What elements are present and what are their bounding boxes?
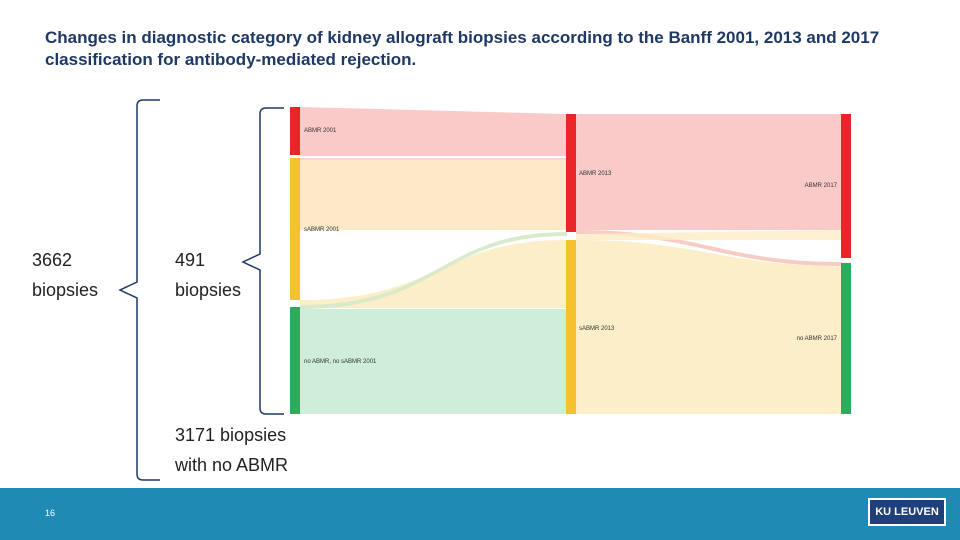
flow-abmr2001-abmr2013 bbox=[300, 107, 567, 156]
node-label-sabmr-2013: sABMR 2013 bbox=[579, 326, 615, 332]
abmr-group-unit: biopsies bbox=[175, 280, 242, 300]
page-number: 16 bbox=[45, 508, 56, 518]
abmr-group-label: 491 biopsies bbox=[175, 245, 241, 305]
node-label-abmr-2013: ABMR 2013 bbox=[579, 171, 612, 177]
slide-title: Changes in diagnostic category of kidney… bbox=[45, 28, 880, 69]
node-noabmr-2017 bbox=[841, 263, 851, 414]
flow-noabmr2001-sabmr2013 bbox=[300, 309, 567, 414]
node-label-noabmr-2017: no ABMR 2017 bbox=[797, 336, 838, 342]
sankey-diagram: ABMR 2001 sABMR 2001 no ABMR, no sABMR 2… bbox=[118, 99, 851, 481]
no-abmr-group-count: 3171 biopsies bbox=[175, 425, 287, 445]
flow-abmr2013-noabmr2017 bbox=[576, 230, 842, 266]
inner-brace bbox=[241, 107, 284, 415]
node-label-abmr-2001: ABMR 2001 bbox=[304, 128, 337, 134]
no-abmr-group-label: 3171 biopsies with no ABMR bbox=[175, 420, 288, 480]
node-label-sabmr-2001: sABMR 2001 bbox=[304, 227, 340, 233]
footer-bar: 16 KU LEUVEN bbox=[0, 488, 960, 540]
flow-abmr2013-abmr2017 bbox=[576, 114, 842, 230]
node-label-abmr-2017: ABMR 2017 bbox=[805, 183, 838, 189]
node-abmr-2001 bbox=[290, 107, 300, 155]
node-sabmr-2013 bbox=[566, 240, 576, 414]
node-sabmr-2001 bbox=[290, 158, 300, 300]
outer-brace bbox=[118, 99, 160, 481]
flow-sabmr2013-abmr2017 bbox=[576, 230, 842, 240]
node-label-noabmr-2001: no ABMR, no sABMR 2001 bbox=[304, 359, 377, 365]
ku-leuven-logo: KU LEUVEN bbox=[868, 498, 946, 526]
no-abmr-group-desc: with no ABMR bbox=[175, 455, 289, 475]
abmr-group-count: 491 bbox=[175, 250, 206, 270]
node-noabmr-2001 bbox=[290, 307, 300, 414]
flow-sabmr2013-noabmr2017 bbox=[576, 240, 842, 414]
total-biopsies-count: 3662 bbox=[32, 250, 73, 270]
node-abmr-2017 bbox=[841, 114, 851, 258]
total-biopsies-unit: biopsies bbox=[32, 280, 99, 300]
flow-sabmr2001-mix bbox=[300, 160, 567, 230]
node-abmr-2013 bbox=[566, 114, 576, 232]
flow-sabmr2001-sabmr2013 bbox=[300, 232, 567, 308]
total-biopsies-label: 3662 biopsies bbox=[32, 245, 98, 305]
logo-text: KU LEUVEN bbox=[875, 506, 939, 518]
